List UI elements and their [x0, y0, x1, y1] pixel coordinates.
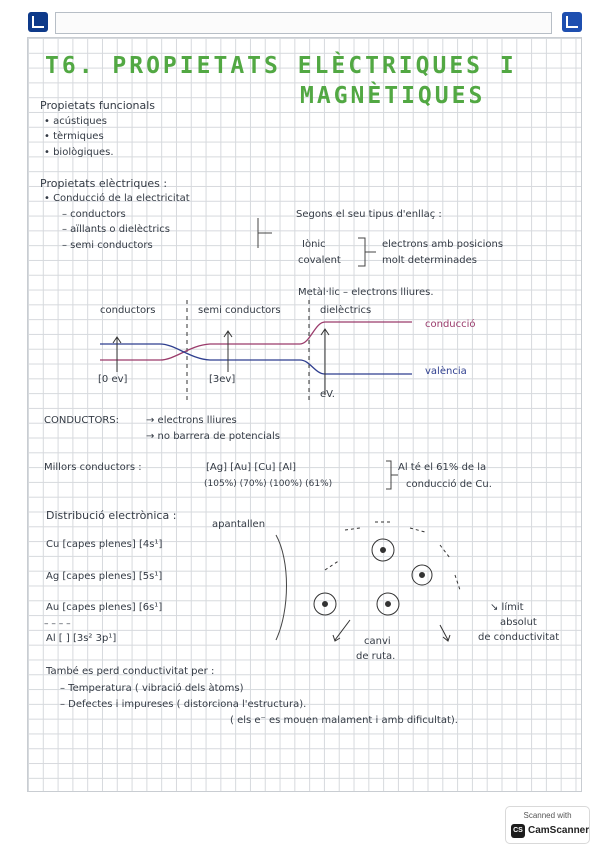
- loss-line-2: – Temperatura ( vibració dels àtoms): [60, 683, 244, 694]
- top-bar: [55, 12, 552, 34]
- limit-label-2: absolut: [500, 617, 537, 628]
- atom-1-core: [380, 547, 386, 553]
- loss-line-3: – Defectes i impureses ( distorciona l'e…: [60, 699, 307, 710]
- camscanner-logo-icon: CS: [511, 824, 525, 838]
- atom-1: [371, 538, 395, 562]
- gap-ev-label: eV.: [320, 389, 335, 400]
- canvi-label-2: de ruta.: [356, 651, 396, 662]
- valence-band-line: [100, 343, 412, 375]
- functional-item-3: • biològiques.: [44, 147, 114, 158]
- apantallen-label: apantallen: [212, 519, 266, 530]
- electronic-row-al: Al [ ] [3s² 3p¹]: [46, 633, 117, 644]
- best-conductors-label: Millors conductors :: [44, 462, 142, 473]
- conductors-label: CONDUCTORS:: [44, 415, 119, 426]
- electronic-brace: [275, 534, 287, 641]
- atom-2: [313, 592, 337, 616]
- gap-three-label: [3ev]: [209, 374, 236, 385]
- route-arrow-1: [332, 619, 351, 642]
- electron-path: [324, 521, 461, 591]
- band-dielectrics-label: dielèctrics: [320, 305, 372, 316]
- covalent-label: covalent: [298, 255, 341, 266]
- conduction-band-line: [100, 321, 412, 361]
- gap-arrow-2: [223, 330, 233, 372]
- best-conductors-brace: [386, 460, 398, 490]
- band-valence-label: valència: [425, 366, 467, 377]
- ionic-covalent-brace: [358, 237, 376, 267]
- band-conductors-label: conductors: [100, 305, 156, 316]
- route-arrow-2: [439, 624, 451, 642]
- electronic-heading: Distribució electrònica :: [46, 509, 177, 522]
- electronic-row-ag: Ag [capes plenes] [5s¹]: [46, 571, 163, 582]
- band-semiconductors-label: semi conductors: [198, 305, 281, 316]
- electrical-item-1: – conductors: [62, 209, 126, 220]
- loss-line-4: ( els e⁻ es mouen malament i amb dificul…: [230, 715, 458, 726]
- back-corner-icon[interactable]: [28, 12, 48, 32]
- gap-zero-label: [0 ev]: [98, 374, 128, 385]
- atom-4: [411, 564, 433, 586]
- bond-note: Segons el seu tipus d'enllaç :: [296, 209, 442, 220]
- gap-arrow-3: [320, 328, 330, 395]
- electrical-brace: [257, 218, 272, 248]
- canvi-label-1: canvi: [364, 636, 391, 647]
- electronic-row-au: Au [capes plenes] [6s¹]: [46, 602, 163, 613]
- atom-3-core: [385, 601, 391, 607]
- best-conductors-elements: [Ag] [Au] [Cu] [Al]: [206, 462, 297, 473]
- grid-paper-sheet: [27, 37, 582, 792]
- atom-2-core: [322, 601, 328, 607]
- conductors-line-2: → no barrera de potencials: [146, 431, 281, 442]
- electrical-sub: • Conducció de la electricitat: [44, 193, 190, 204]
- gap-arrow-1: [112, 336, 122, 372]
- electronic-row-cu: Cu [capes plenes] [4s¹]: [46, 539, 163, 550]
- conductors-line-1: → electrons lliures: [146, 415, 237, 426]
- camscanner-stamp: Scanned with CS CamScanner: [505, 806, 590, 844]
- atom-sketch: [313, 521, 461, 642]
- electrical-item-2: – aïllants o dielèctrics: [62, 224, 170, 235]
- page-title-line1: T6. PROPIETATS ELÈCTRIQUES I: [45, 53, 517, 79]
- best-conductors-percents: (105%) (70%) (100%) (61%): [204, 479, 333, 489]
- band-conduction-label: conducció: [425, 319, 476, 330]
- functional-item-2: • tèrmiques: [44, 131, 104, 142]
- best-conductors-note-1: Al té el 61% de la: [398, 462, 487, 473]
- functional-heading: Propietats funcionals: [40, 99, 156, 112]
- scanned-with-label: Scanned with: [523, 811, 572, 820]
- best-conductors-note-2: conducció de Cu.: [406, 479, 492, 490]
- metallic-label: Metàl·lic – electrons lliures.: [298, 287, 434, 298]
- forward-corner-icon[interactable]: [562, 12, 582, 32]
- limit-label-3: de conductivitat: [478, 632, 560, 643]
- functional-item-1: • acústiques: [44, 116, 107, 127]
- ionic-label: Iònic: [302, 239, 326, 250]
- loss-line-1: També es perd conductivitat per :: [46, 666, 215, 677]
- electronic-dashes: – – – –: [44, 619, 71, 629]
- page-title-line2: MAGNÈTIQUES: [300, 83, 486, 109]
- electrical-heading: Propietats elèctriques :: [40, 177, 168, 190]
- camscanner-brand: CamScanner: [528, 825, 590, 836]
- atom-4-core: [419, 572, 425, 578]
- atom-3: [376, 592, 400, 616]
- limit-label-1: ↘ límit: [490, 602, 524, 613]
- ionic-desc-1: electrons amb posicions: [382, 239, 504, 250]
- electrical-item-3: – semi conductors: [62, 240, 153, 251]
- ionic-desc-2: molt determinades: [382, 255, 477, 266]
